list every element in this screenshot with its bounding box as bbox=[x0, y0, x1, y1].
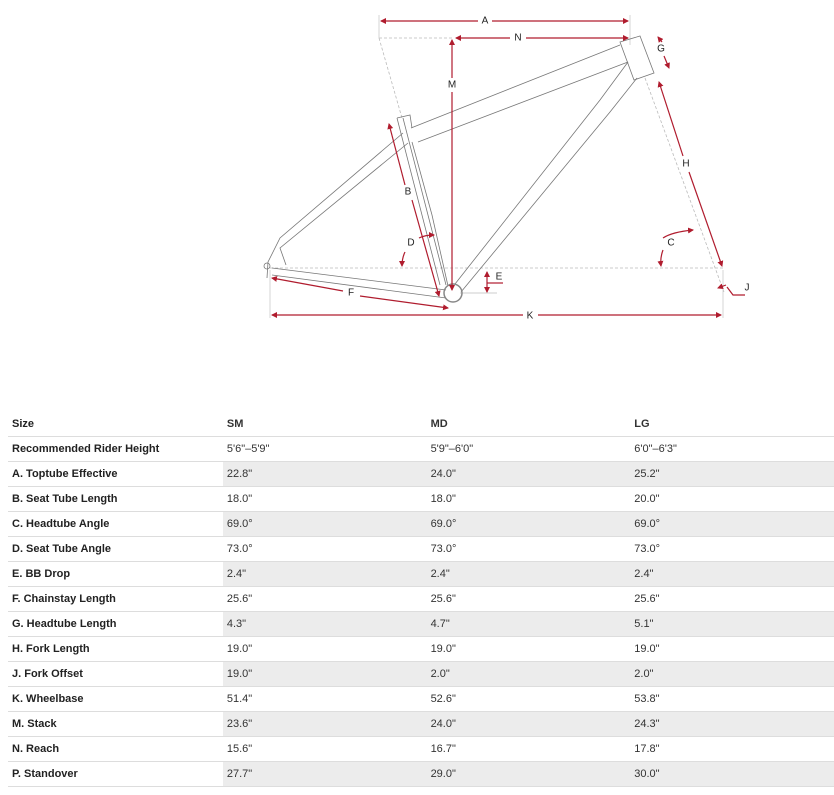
cell-sm: 73.0° bbox=[222, 536, 427, 562]
cell-md: 52.6" bbox=[426, 686, 631, 712]
header-lg: LG bbox=[630, 412, 834, 437]
cell-sm: 18.0" bbox=[222, 486, 427, 512]
cell-lg: 25.2" bbox=[630, 461, 834, 487]
cell-name: N. Reach bbox=[8, 736, 223, 762]
cell-sm: 23.6" bbox=[222, 711, 427, 737]
cell-name: K. Wheelbase bbox=[8, 686, 223, 712]
cell-lg: 5.1" bbox=[630, 611, 834, 637]
cell-md: 69.0° bbox=[426, 511, 631, 537]
label-n: N bbox=[514, 33, 521, 44]
label-c: C bbox=[667, 238, 674, 249]
cell-name: B. Seat Tube Length bbox=[8, 486, 223, 512]
label-h: H bbox=[682, 159, 689, 170]
cell-md: 25.6" bbox=[426, 586, 631, 612]
cell-name: H. Fork Length bbox=[8, 636, 223, 662]
cell-sm: 4.3" bbox=[222, 611, 427, 637]
table-header-row: Size SM MD LG bbox=[8, 412, 834, 437]
cell-name: C. Headtube Angle bbox=[8, 511, 223, 537]
cell-sm: 27.7" bbox=[222, 761, 427, 787]
label-f: F bbox=[348, 288, 354, 299]
cell-lg: 17.8" bbox=[630, 736, 834, 762]
cell-lg: 19.0" bbox=[630, 636, 834, 662]
cell-md: 19.0" bbox=[426, 636, 631, 662]
cell-name: M. Stack bbox=[8, 711, 223, 737]
bike-geometry-diagram: A N M G H B C D E F J K bbox=[263, 15, 750, 322]
cell-lg: 30.0" bbox=[630, 761, 834, 787]
cell-lg: 20.0" bbox=[630, 486, 834, 512]
label-e: E bbox=[496, 272, 503, 283]
cell-name: F. Chainstay Length bbox=[8, 586, 223, 612]
cell-md: 18.0" bbox=[426, 486, 631, 512]
cell-name: D. Seat Tube Angle bbox=[8, 536, 223, 562]
cell-lg: 24.3" bbox=[630, 711, 834, 737]
cell-sm: 5'6"–5'9" bbox=[222, 436, 427, 462]
cell-sm: 22.8" bbox=[222, 461, 427, 487]
cell-name: A. Toptube Effective bbox=[8, 461, 223, 487]
cell-md: 24.0" bbox=[426, 711, 631, 737]
label-b: B bbox=[405, 187, 412, 198]
cell-md: 16.7" bbox=[426, 736, 631, 762]
cell-md: 2.0" bbox=[426, 661, 631, 687]
cell-sm: 19.0" bbox=[222, 636, 427, 662]
cell-name: G. Headtube Length bbox=[8, 611, 223, 637]
cell-md: 24.0" bbox=[426, 461, 631, 487]
header-sm: SM bbox=[222, 412, 427, 437]
cell-sm: 19.0" bbox=[222, 661, 427, 687]
label-m: M bbox=[448, 80, 456, 91]
header-md: MD bbox=[426, 412, 631, 437]
cell-sm: 25.6" bbox=[222, 586, 427, 612]
cell-md: 4.7" bbox=[426, 611, 631, 637]
cell-lg: 2.4" bbox=[630, 561, 834, 587]
cell-lg: 73.0° bbox=[630, 536, 834, 562]
cell-md: 73.0° bbox=[426, 536, 631, 562]
frame-outline bbox=[263, 15, 725, 318]
dimension-labels: A N M G H B C D E F J K bbox=[348, 16, 750, 322]
cell-lg: 6'0"–6'3" bbox=[630, 436, 834, 462]
cell-sm: 69.0° bbox=[222, 511, 427, 537]
cell-sm: 2.4" bbox=[222, 561, 427, 587]
label-d: D bbox=[407, 238, 414, 249]
label-a: A bbox=[482, 16, 489, 27]
cell-lg: 2.0" bbox=[630, 661, 834, 687]
cell-md: 2.4" bbox=[426, 561, 631, 587]
label-j: J bbox=[745, 283, 750, 294]
cell-lg: 53.8" bbox=[630, 686, 834, 712]
header-size: Size bbox=[8, 412, 223, 437]
cell-md: 5'9"–6'0" bbox=[426, 436, 631, 462]
dimension-lines bbox=[271, 18, 745, 318]
cell-name: J. Fork Offset bbox=[8, 661, 223, 687]
label-k: K bbox=[527, 311, 534, 322]
cell-md: 29.0" bbox=[426, 761, 631, 787]
cell-lg: 25.6" bbox=[630, 586, 834, 612]
cell-name: P. Standover bbox=[8, 761, 223, 787]
cell-name: Recommended Rider Height bbox=[8, 436, 223, 462]
cell-sm: 51.4" bbox=[222, 686, 427, 712]
label-g: G bbox=[657, 44, 665, 55]
cell-sm: 15.6" bbox=[222, 736, 427, 762]
cell-lg: 69.0° bbox=[630, 511, 834, 537]
cell-name: E. BB Drop bbox=[8, 561, 223, 587]
